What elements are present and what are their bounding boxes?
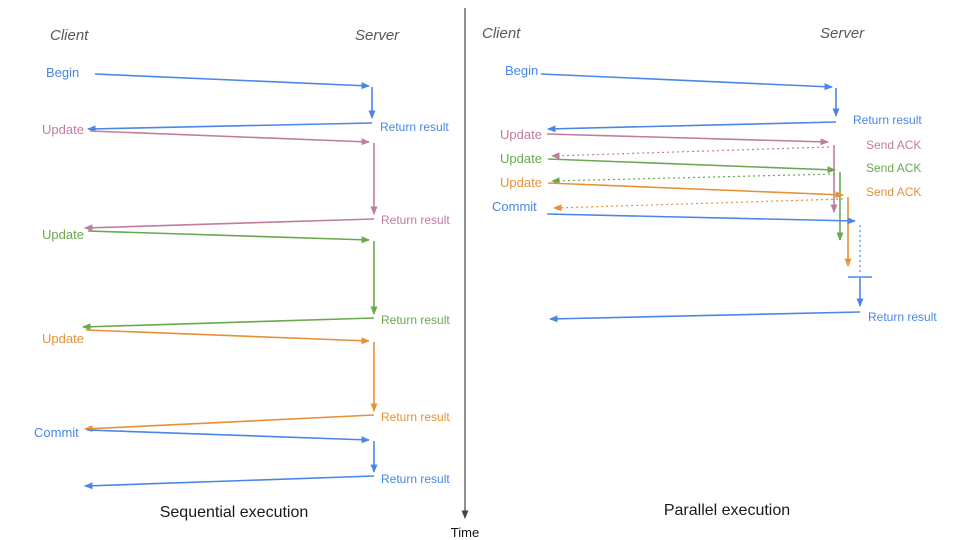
par-begin-request-line bbox=[540, 73, 833, 91]
time-axis-label: Time bbox=[451, 525, 479, 540]
seq-commit-request-line bbox=[86, 429, 370, 444]
seq-update3-request-line bbox=[85, 329, 370, 345]
par-update3-ack-line bbox=[553, 198, 844, 212]
par-message-update-1: Update Send ACK bbox=[500, 127, 921, 213]
sequential-panel-title: Sequential execution bbox=[160, 504, 309, 521]
par-update1-label: Update bbox=[500, 127, 542, 142]
par-update3-label: Update bbox=[500, 175, 542, 190]
par-message-begin: Begin Return result bbox=[505, 63, 922, 133]
seq-update1-label: Update bbox=[42, 122, 84, 137]
seq-update1-response-line bbox=[84, 218, 375, 232]
seq-update1-request-line bbox=[89, 130, 370, 146]
time-axis: Time bbox=[451, 8, 479, 540]
par-update2-request-line bbox=[547, 158, 836, 174]
parallel-panel: Client Server Begin Return result Update… bbox=[482, 25, 937, 519]
seq-update3-label: Update bbox=[42, 331, 84, 346]
seq-update2-label: Update bbox=[42, 227, 84, 242]
par-commit-request-line bbox=[546, 213, 856, 225]
parallel-panel-title: Parallel execution bbox=[664, 502, 790, 519]
seq-server-header: Server bbox=[355, 27, 400, 44]
par-update1-ack-label: Send ACK bbox=[866, 138, 921, 152]
par-commit-result-label: Return result bbox=[868, 310, 937, 324]
seq-client-header: Client bbox=[50, 27, 89, 44]
seq-message-commit: Commit Return result bbox=[34, 425, 450, 490]
par-update2-ack-line bbox=[551, 173, 836, 185]
par-begin-label: Begin bbox=[505, 63, 538, 78]
seq-commit-response-line bbox=[84, 475, 375, 490]
seq-update2-response-line bbox=[82, 317, 375, 331]
par-begin-response-line bbox=[547, 121, 837, 133]
par-update3-ack-label: Send ACK bbox=[866, 185, 921, 199]
par-message-update-3: Update Send ACK bbox=[500, 175, 921, 267]
par-commit-label: Commit bbox=[492, 199, 537, 214]
par-update2-ack-label: Send ACK bbox=[866, 161, 921, 175]
par-message-update-2: Update Send ACK bbox=[500, 151, 921, 241]
seq-begin-response-line bbox=[87, 122, 373, 133]
seq-begin-label: Begin bbox=[46, 65, 79, 80]
seq-message-update-3: Update Return result bbox=[42, 329, 450, 433]
seq-begin-request-line bbox=[94, 73, 370, 90]
seq-update2-result-label: Return result bbox=[381, 313, 450, 327]
par-update3-request-line bbox=[547, 182, 844, 199]
par-update1-request-line bbox=[546, 133, 829, 146]
seq-message-update-1: Update Return result bbox=[42, 122, 450, 232]
par-client-header: Client bbox=[482, 25, 521, 42]
par-message-commit: Commit Return result bbox=[492, 199, 937, 324]
seq-commit-label: Commit bbox=[34, 425, 79, 440]
seq-update2-request-line bbox=[87, 230, 370, 244]
seq-update1-result-label: Return result bbox=[381, 213, 450, 227]
par-update2-label: Update bbox=[500, 151, 542, 166]
seq-message-begin: Begin Return result bbox=[46, 65, 449, 134]
par-commit-response-line bbox=[549, 311, 861, 323]
seq-update3-result-label: Return result bbox=[381, 410, 450, 424]
seq-commit-result-label: Return result bbox=[381, 472, 450, 486]
par-server-header: Server bbox=[820, 25, 865, 42]
seq-message-update-2: Update Return result bbox=[42, 227, 450, 331]
par-begin-result-label: Return result bbox=[853, 113, 922, 127]
sequential-panel: Client Server Begin Return result Update… bbox=[34, 27, 450, 521]
par-update1-ack-line bbox=[551, 146, 830, 160]
seq-update3-response-line bbox=[84, 414, 375, 433]
seq-begin-result-label: Return result bbox=[380, 120, 449, 134]
